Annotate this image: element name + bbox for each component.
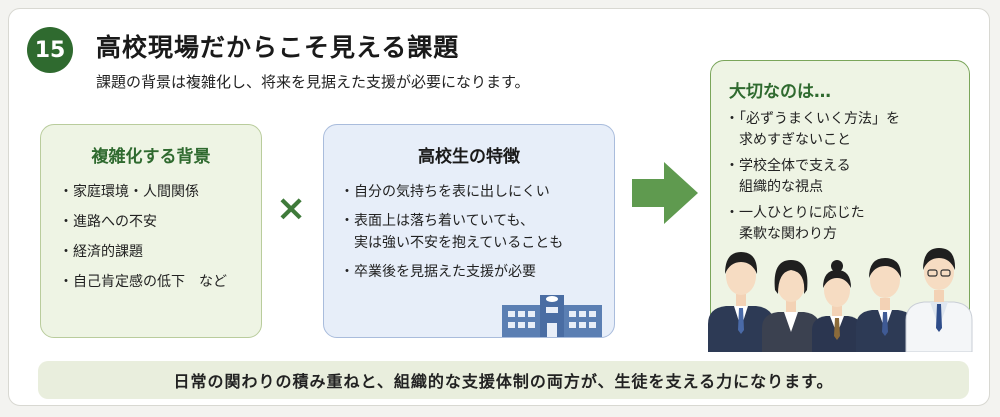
list-item: ・経済的課題 bbox=[59, 244, 143, 260]
list-item: 柔軟な関わり方 bbox=[725, 226, 837, 242]
student-traits-box: 高校生の特徴 ・自分の気持ちを表に出しにくい ・表面上は落ち着いていても、 実は… bbox=[323, 124, 615, 338]
list-item: ・学校全体で支える bbox=[725, 158, 851, 174]
teachers-illustration bbox=[708, 248, 973, 352]
complex-background-title: 複雑化する背景 bbox=[91, 147, 211, 167]
list-item: ・一人ひとりに応じた bbox=[725, 205, 865, 221]
key-points-list: ・「必ずうまくいく方法」を 求めすぎないこと ・学校全体で支える 組織的な視点 … bbox=[725, 109, 900, 250]
teacher-figure-1 bbox=[708, 252, 774, 352]
school-building-icon bbox=[502, 295, 602, 337]
student-traits-list: ・自分の気持ちを表に出しにくい ・表面上は落ち着いていても、 実は強い不安を抱え… bbox=[340, 181, 563, 290]
list-item: ・卒業後を見据えた支援が必要 bbox=[340, 264, 536, 280]
complex-background-list: ・家庭環境・人間関係 ・進路への不安 ・経済的課題 ・自己肯定感の低下 など bbox=[59, 181, 227, 301]
list-item: ・家庭環境・人間関係 bbox=[59, 184, 199, 200]
summary-banner: 日常の関わりの積み重ねと、組織的な支援体制の両方が、生徒を支える力になります。 bbox=[38, 361, 969, 399]
list-item: ・自分の気持ちを表に出しにくい bbox=[340, 184, 550, 200]
key-points-title: 大切なのは… bbox=[729, 82, 831, 102]
arrow-right-icon bbox=[632, 162, 698, 224]
list-item: ・「必ずうまくいく方法」を bbox=[725, 111, 900, 127]
list-item: 実は強い不安を抱えていることも bbox=[340, 235, 564, 251]
student-traits-title: 高校生の特徴 bbox=[418, 147, 520, 167]
list-item: ・表面上は落ち着いていても、 bbox=[340, 213, 535, 229]
list-item: 求めすぎないこと bbox=[725, 132, 851, 148]
teacher-figure-4 bbox=[856, 258, 914, 352]
complex-background-box: 複雑化する背景 ・家庭環境・人間関係 ・進路への不安 ・経済的課題 ・自己肯定感… bbox=[40, 124, 262, 338]
list-item: ・進路への不安 bbox=[59, 214, 157, 230]
multiply-icon: × bbox=[276, 188, 307, 229]
list-item: 組織的な視点 bbox=[725, 179, 823, 195]
number-badge: 15 bbox=[27, 27, 73, 73]
page-subtitle: 課題の背景は複雑化し、将来を見据えた支援が必要になります。 bbox=[96, 73, 530, 91]
teacher-figure-3 bbox=[812, 260, 862, 352]
page-title: 高校現場だからこそ見える課題 bbox=[96, 33, 460, 62]
teacher-figure-5 bbox=[905, 248, 973, 352]
teacher-figure-2 bbox=[762, 260, 820, 352]
list-item: ・自己肯定感の低下 など bbox=[59, 274, 227, 290]
